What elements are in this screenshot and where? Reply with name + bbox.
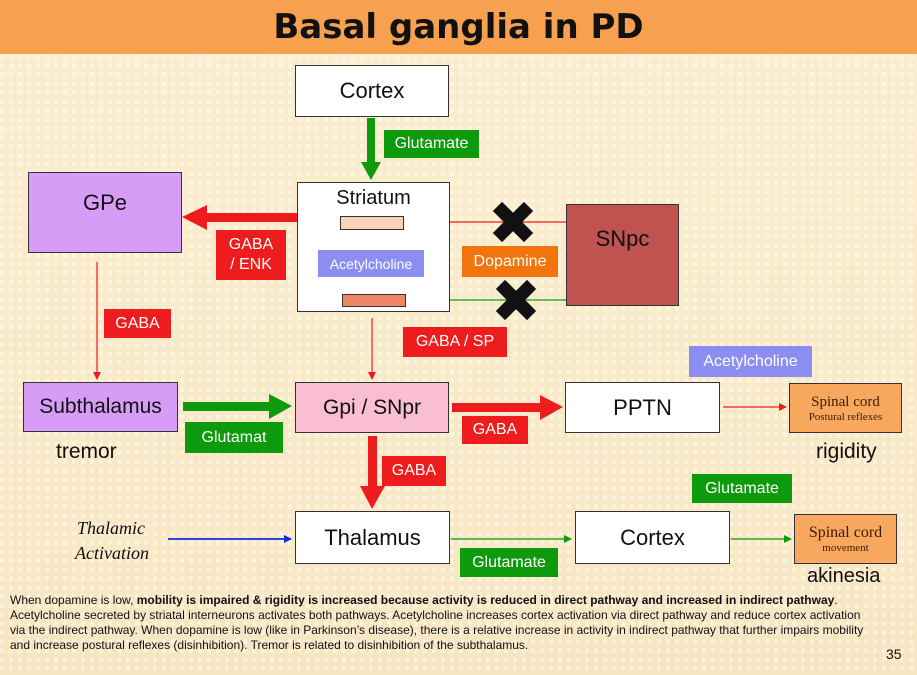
thalamic-activation-line-2: Activation bbox=[75, 543, 149, 563]
slide-title: Basal ganglia in PD bbox=[273, 7, 644, 47]
x-mark-icon bbox=[492, 201, 534, 243]
glutamate-right-label: Glutamate bbox=[692, 474, 792, 503]
glutamat-label: Glutamat bbox=[185, 422, 283, 453]
explanation-bold: mobility is impaired & rigidity is incre… bbox=[136, 593, 835, 607]
snpc-node: SNpc bbox=[566, 204, 679, 306]
page-number: 35 bbox=[886, 646, 902, 662]
thalamus-node: Thalamus bbox=[295, 511, 450, 564]
striatum-to-gpe-arrow bbox=[182, 205, 297, 230]
glutamate-cortex-label: Glutamate bbox=[384, 130, 479, 158]
thalamic-activation-line-1: Thalamic bbox=[77, 518, 146, 538]
spinal-cord-subtitle: Postural reflexes bbox=[808, 410, 883, 423]
dopamine-label: Dopamine bbox=[462, 246, 558, 277]
spinal-cord-subtitle: movement bbox=[822, 542, 869, 554]
gaba-enk-label: GABA / ENK bbox=[216, 230, 286, 280]
stray-letter: e bbox=[195, 449, 203, 465]
gaba-pptn-label: GABA bbox=[462, 416, 528, 444]
cortex-top-node: Cortex bbox=[295, 65, 449, 117]
striatum-node: Striatum bbox=[297, 182, 450, 312]
cortex-to-striatum-arrow bbox=[361, 118, 381, 180]
striatum-lower-subpopulation bbox=[342, 294, 406, 307]
glutamate-bottom-label: Glutamate bbox=[460, 548, 558, 577]
striatum-label: Striatum bbox=[336, 187, 411, 209]
gpi-snpr-node: Gpi / SNpr bbox=[295, 382, 449, 433]
rigidity-annotation: rigidity bbox=[816, 440, 877, 463]
gaba-enk-line-2: / ENK bbox=[230, 256, 272, 273]
gpi-to-pptn-arrow bbox=[452, 395, 563, 420]
subthalamus-node: Subthalamus bbox=[23, 382, 178, 432]
striatum-upper-subpopulation bbox=[340, 216, 404, 230]
gpe-node: GPe bbox=[28, 172, 182, 253]
spinal-cord-postural-node: Spinal cord Postural reflexes bbox=[789, 383, 902, 433]
acetylcholine-pptn-label: Acetylcholine bbox=[689, 346, 812, 377]
spinal-cord-title: Spinal cord bbox=[808, 524, 883, 541]
spinal-cord-title: Spinal cord bbox=[811, 393, 880, 410]
gpi-to-thalamus-arrow bbox=[360, 436, 385, 509]
snpc-label: SNpc bbox=[595, 226, 650, 251]
pptn-node: PPTN bbox=[565, 382, 720, 433]
title-bar bbox=[0, 0, 917, 54]
tremor-annotation: tremor bbox=[56, 440, 117, 463]
gaba-gpe-subthalamus-label: GABA bbox=[104, 309, 171, 338]
gaba-sp-label: GABA / SP bbox=[403, 327, 507, 357]
subthalamus-to-gpi-arrow bbox=[183, 394, 292, 419]
x-mark-icon bbox=[495, 279, 537, 321]
gpe-label: GPe bbox=[82, 190, 128, 215]
gaba-enk-line-1: GABA bbox=[228, 236, 274, 253]
explanation-part-2: . Acetylcholine secreted by striatal int… bbox=[10, 593, 864, 652]
acetylcholine-striatum-label: Acetylcholine bbox=[318, 250, 424, 277]
explanation-part-1: When dopamine is low, bbox=[10, 593, 137, 607]
akinesia-annotation: akinesia bbox=[807, 565, 881, 587]
cortex-bottom-node: Cortex bbox=[575, 511, 730, 564]
gaba-thalamus-label: GABA bbox=[382, 456, 446, 486]
spinal-cord-movement-node: Spinal cord movement bbox=[794, 514, 897, 564]
explanation-text: When dopamine is low, mobility is impair… bbox=[10, 593, 870, 653]
